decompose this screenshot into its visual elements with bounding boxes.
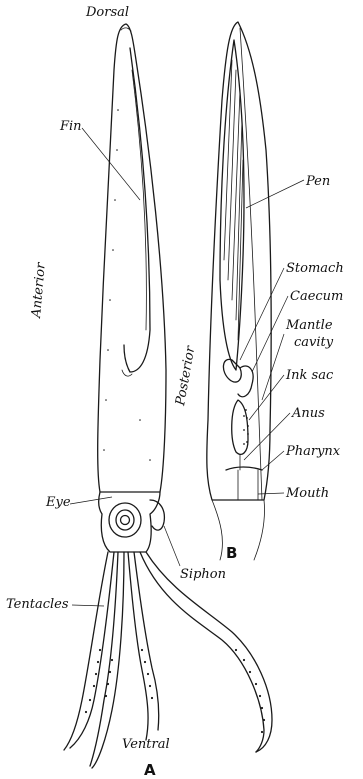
mantle-outline — [98, 24, 166, 492]
label-eye: Eye — [45, 495, 71, 510]
label-anus: Anus — [291, 406, 325, 421]
panel-label-b: B — [226, 544, 237, 562]
squid-internal-view: Pen Stomach Caecum Mantle cavity Ink sac… — [207, 22, 344, 562]
label-mouth: Mouth — [285, 486, 329, 501]
label-mantle-cavity-line1: Mantle — [285, 318, 333, 333]
label-fin: Fin — [59, 119, 82, 134]
arms-and-tentacles — [64, 552, 272, 768]
eye — [109, 503, 141, 537]
label-pen: Pen — [305, 174, 330, 189]
label-anterior: Anterior — [29, 261, 49, 319]
label-tentacles: Tentacles — [6, 597, 69, 612]
internal-body-outline — [207, 22, 271, 500]
squid-external-view: Dorsal Fin Anterior Posterior Eye Siphon… — [6, 5, 272, 779]
label-dorsal: Dorsal — [85, 5, 129, 20]
panel-label-a: A — [144, 761, 156, 779]
label-pharynx: Pharynx — [285, 444, 341, 459]
label-caecum: Caecum — [290, 289, 343, 304]
label-siphon: Siphon — [180, 567, 226, 582]
ink-sac — [232, 400, 248, 454]
label-ventral: Ventral — [122, 737, 170, 752]
pharynx — [226, 467, 262, 470]
pen-gladius — [220, 40, 244, 370]
label-stomach: Stomach — [286, 261, 344, 276]
mantle-stippling — [103, 109, 151, 461]
label-mantle-cavity-line2: cavity — [294, 335, 334, 350]
label-ink-sac: Ink sac — [285, 368, 334, 383]
label-posterior: Posterior — [173, 344, 199, 407]
